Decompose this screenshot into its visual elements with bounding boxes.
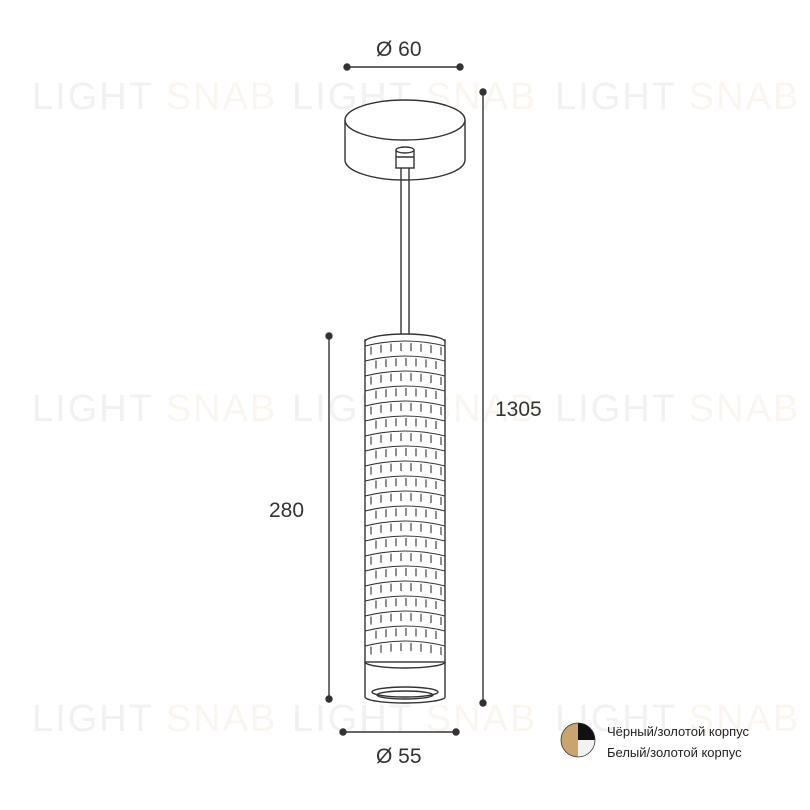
total-height-label: 1305 [495, 398, 542, 421]
watermark: LIGHT SNAB [555, 76, 801, 118]
watermark: LIGHT SNAB [292, 698, 538, 740]
watermark: LIGHT SNAB [555, 388, 801, 430]
watermark: LIGHT SNAB [555, 698, 801, 740]
lamp-bottom-ring [364, 661, 446, 704]
watermark: LIGHT SNAB [32, 76, 278, 118]
lamp-body [364, 333, 446, 663]
body-height-label: 280 [269, 499, 305, 522]
ceiling-canopy [344, 99, 466, 181]
total-height-dimension-line [479, 88, 487, 707]
canopy-diameter-label: Ø 60 [376, 38, 422, 61]
legend-item: Чёрный/золотой корпус [607, 724, 750, 739]
cable-connector [395, 146, 415, 169]
watermark: LIGHT SNAB [32, 698, 278, 740]
body-diameter-dimension-line [339, 728, 460, 736]
body-height-dimension-line [325, 332, 333, 703]
watermark: LIGHT SNAB [32, 388, 278, 430]
color-variant-swatch [560, 722, 596, 758]
canopy-dimension-line [343, 63, 464, 71]
suspension-rod [400, 168, 410, 336]
legend-item: Белый/золотой корпус [607, 745, 742, 760]
body-diameter-label: Ø 55 [376, 745, 422, 768]
color-legend: Чёрный/золотой корпус Белый/золотой корп… [607, 721, 749, 763]
